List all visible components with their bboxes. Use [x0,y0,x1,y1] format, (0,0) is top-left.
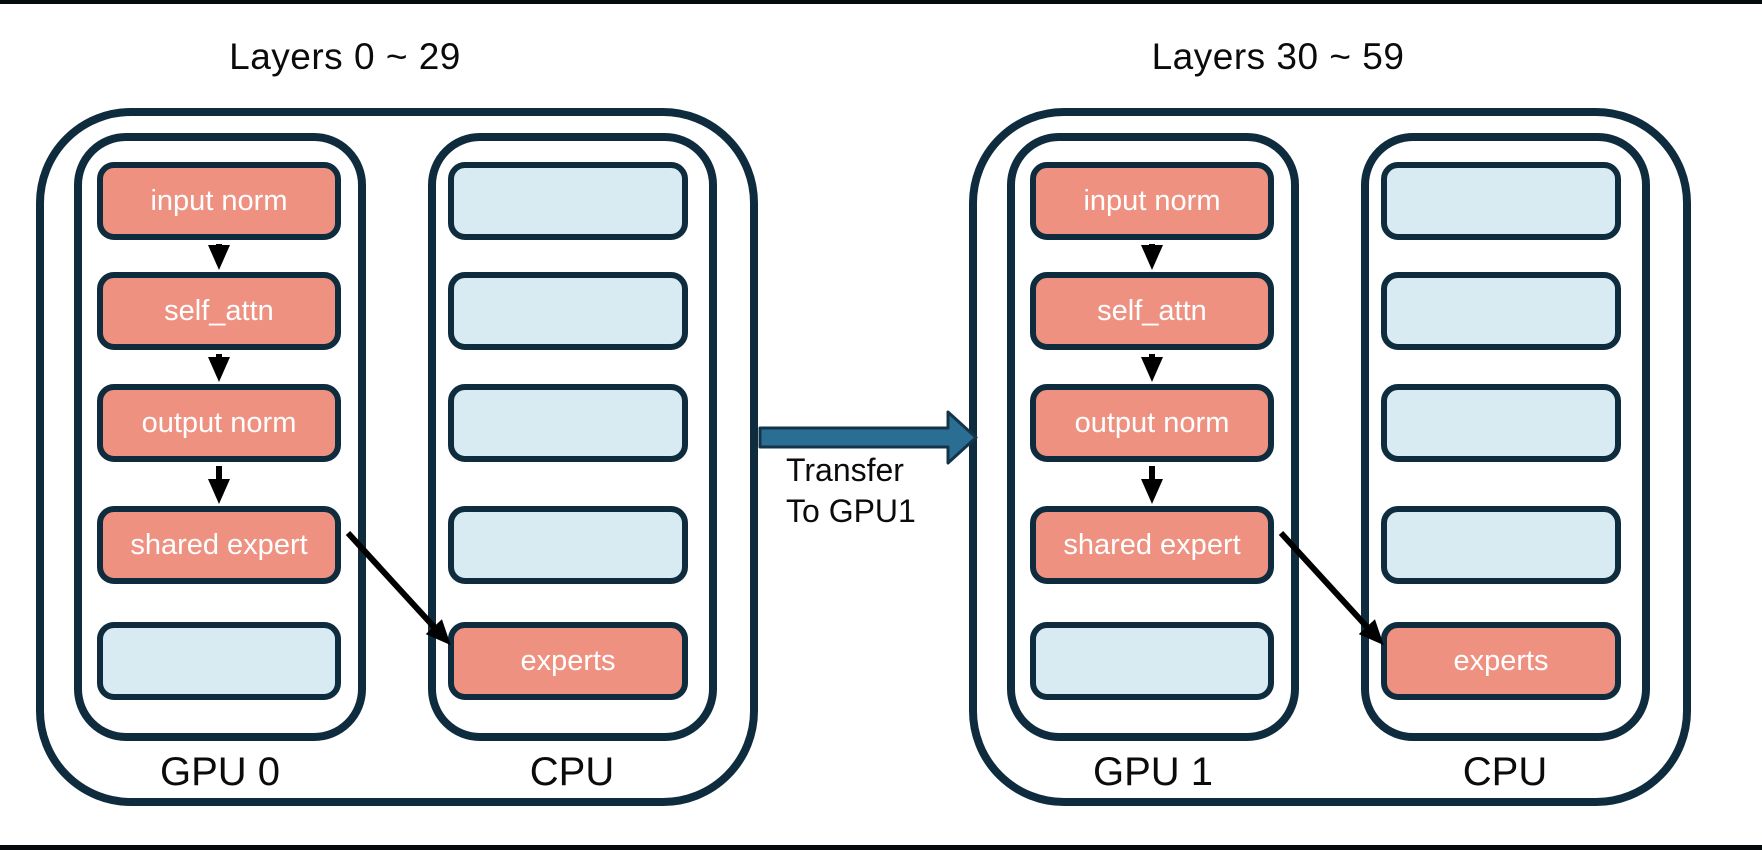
gpu0-label: GPU 0 [159,750,281,794]
layer-box-empty [448,506,688,584]
layer-box-empty [1381,506,1621,584]
gpu1-label: GPU 1 [1092,750,1214,794]
layer-box-empty [1381,162,1621,240]
layer-box-input-norm: input norm [97,162,341,240]
layer-box-output-norm: output norm [97,384,341,462]
cpu-column-right: experts [1361,133,1650,741]
layer-box-experts: experts [448,622,688,700]
layer-box-self-attn: self_attn [1030,272,1274,350]
layer-box-empty [1381,384,1621,462]
layers-30-59-title: Layers 30 ~ 59 [1151,36,1405,77]
layer-box-empty [448,384,688,462]
layer-box-empty [1381,272,1621,350]
layer-box-shared-expert: shared expert [1030,506,1274,584]
cpu-column-left: experts [428,133,717,741]
layer-box-empty [97,622,341,700]
layer-box-experts: experts [1381,622,1621,700]
layer-box-empty [448,162,688,240]
transfer-label-line2: To GPU1 [786,493,916,529]
layer-box-output-norm: output norm [1030,384,1274,462]
layer-box-empty [1030,622,1274,700]
layer-box-empty [448,272,688,350]
layer-box-input-norm: input norm [1030,162,1274,240]
cpu-label-right: CPU [1462,750,1548,794]
bottom-border-bar [0,845,1762,850]
transfer-label-line1: Transfer [786,452,904,488]
layers-0-29-title: Layers 0 ~ 29 [229,36,461,77]
layer-box-shared-expert: shared expert [97,506,341,584]
transfer-label: Transfer To GPU1 [786,450,916,532]
layer-box-self-attn: self_attn [97,272,341,350]
top-border-bar [0,0,1762,4]
cpu-label-left: CPU [529,750,615,794]
